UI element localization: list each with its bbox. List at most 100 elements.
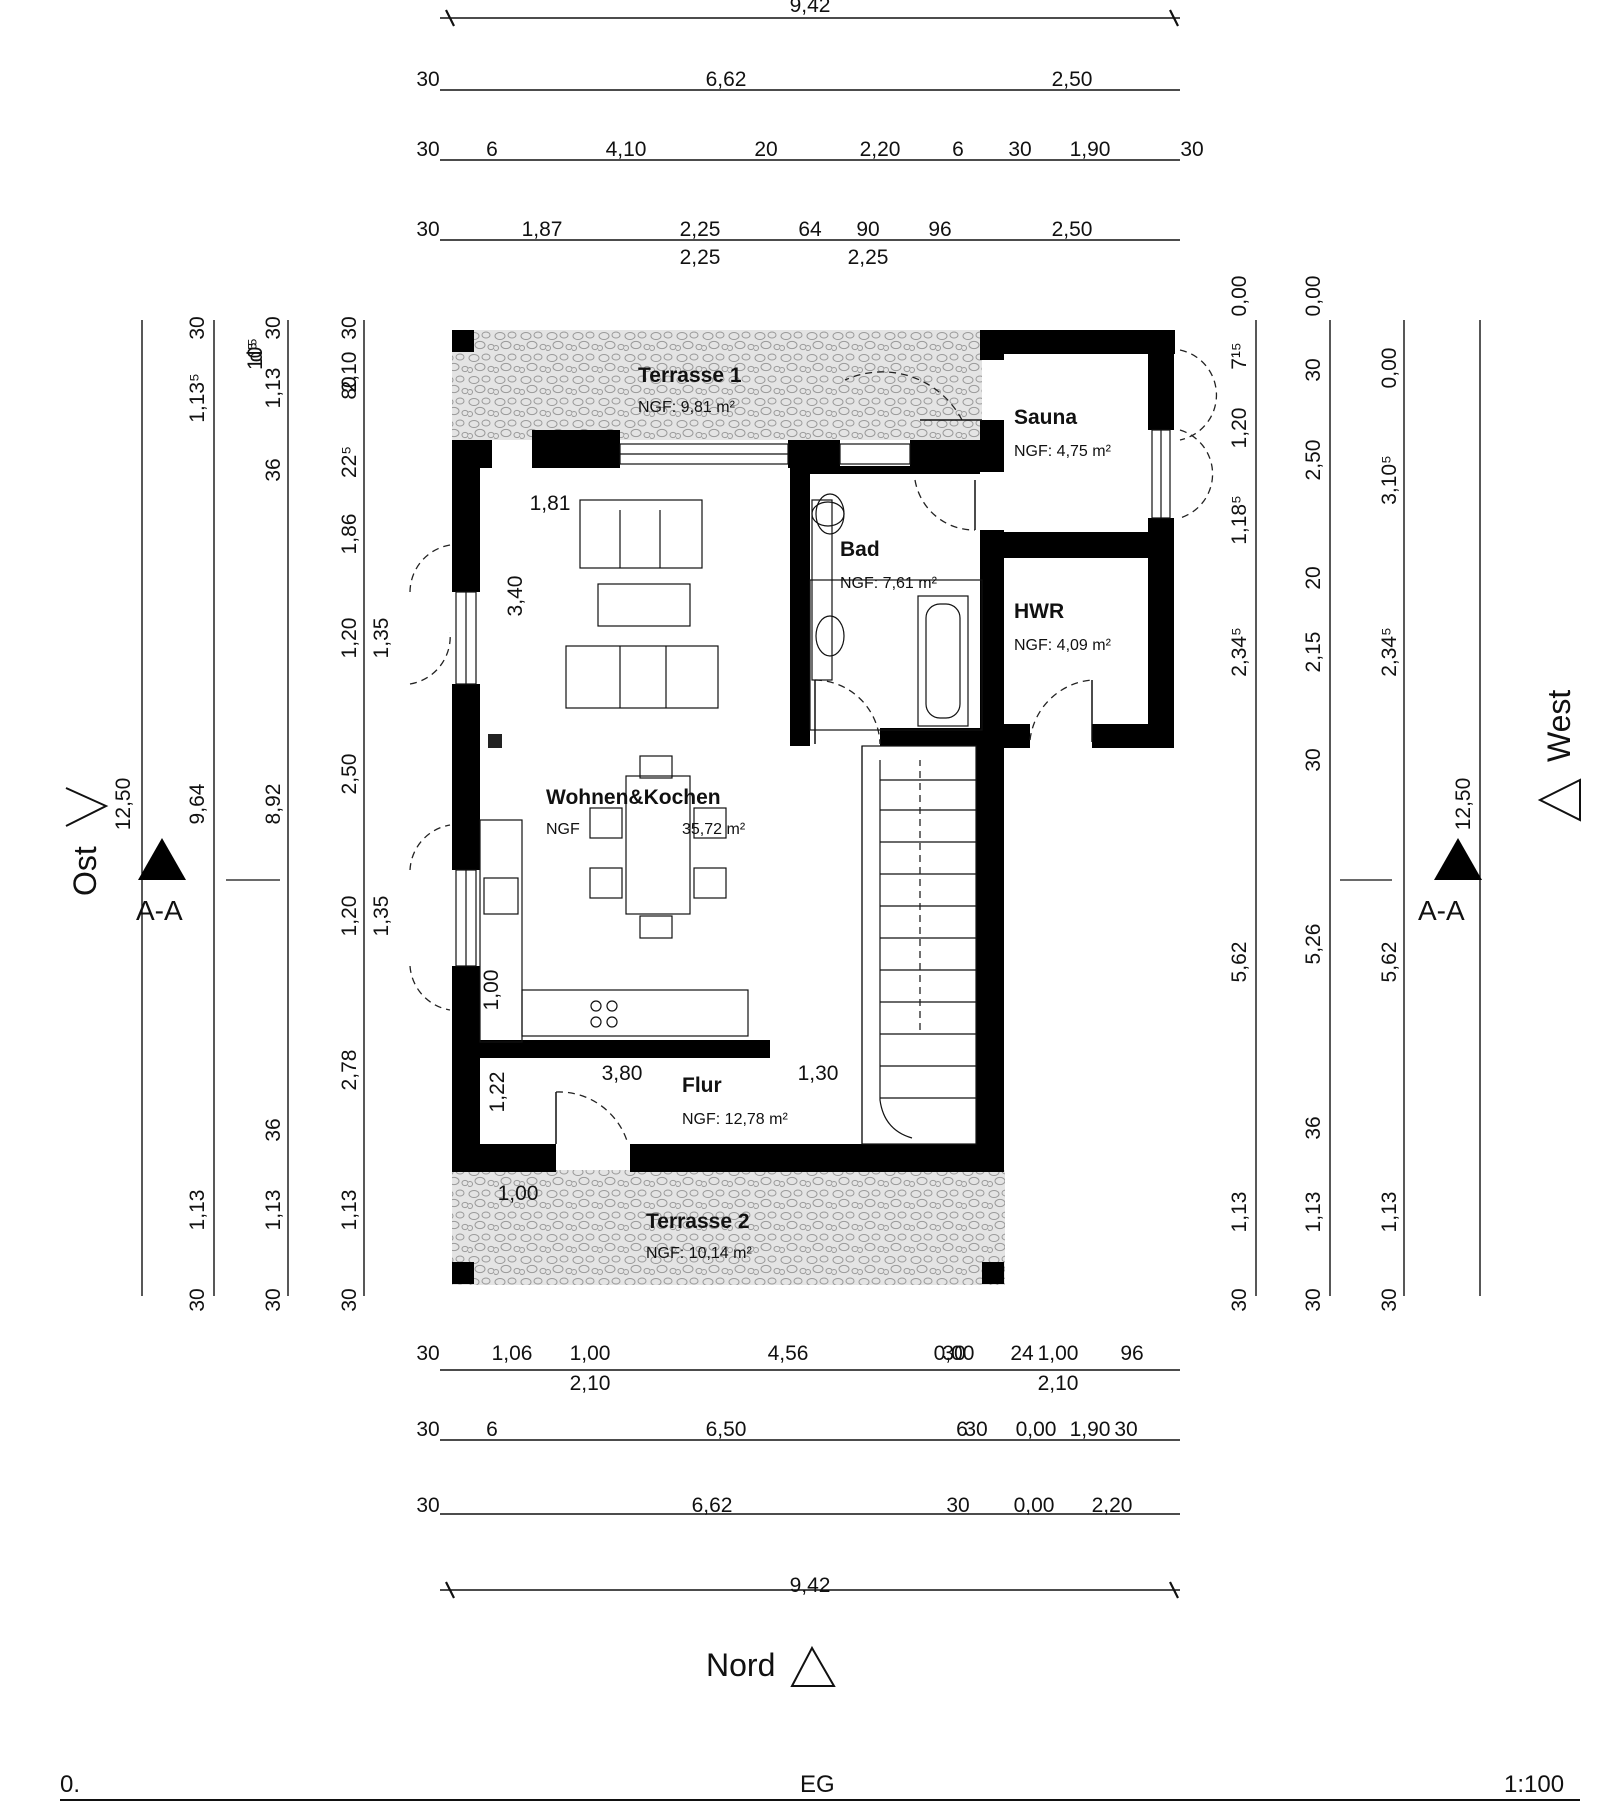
- dim-top-row1: 30: [416, 68, 439, 91]
- dim-top-row2: 2,20: [860, 138, 901, 161]
- dim-left-col4: 2,78: [338, 1050, 361, 1091]
- dim-interior: 1,22: [486, 1072, 509, 1113]
- east-label: Ost: [67, 846, 103, 896]
- dim-bottom-row2: 30: [1114, 1418, 1137, 1441]
- room-area-terrasse-1: NGF: 9,81 m²: [638, 399, 736, 416]
- dim-left-col3: 30: [262, 316, 285, 339]
- dim-interior: 3,40: [504, 576, 527, 617]
- dim-bottom-row1: 4,56: [768, 1342, 809, 1365]
- dim-right-col1: 1,13: [1228, 1192, 1251, 1233]
- section-label-left: A-A: [136, 895, 183, 926]
- title-block: 0. EG 1:100: [60, 1771, 1580, 1801]
- dim-left-col2: 30: [186, 1288, 209, 1311]
- room-name-hwr: HWR: [1014, 600, 1064, 623]
- dim-right-col3: 1,13: [1378, 1192, 1401, 1233]
- dim-left-col3: 36: [262, 1118, 285, 1141]
- dim-bottom-row1-sub: 2,10: [570, 1372, 611, 1395]
- dim-left-col3-small: d⁵: [244, 342, 267, 362]
- dim-interior: 3,80: [602, 1062, 643, 1085]
- dim-top-row3: 64: [798, 218, 822, 241]
- dim-right-col1: 1,20: [1228, 408, 1251, 449]
- dim-right-col3: 30: [1378, 1288, 1401, 1311]
- dim-left-col3: 8,92: [262, 784, 285, 825]
- dim-top-row2: 30: [416, 138, 439, 161]
- footer-left: 0.: [60, 1771, 80, 1798]
- dim-top-row2: 6: [952, 138, 964, 161]
- dim-top-row3: 90: [856, 218, 879, 241]
- dimension-lines: [141, 9, 1481, 1599]
- dim-bottom-row2: 6: [486, 1418, 498, 1441]
- room-name-terrasse-1: Terrasse 1: [638, 364, 742, 387]
- east-indicator: Ost: [65, 787, 109, 896]
- dim-right-col1: 7¹⁵: [1228, 342, 1251, 369]
- dim-left-col4: 1,86: [338, 514, 361, 555]
- dim-left-col4: 80: [338, 376, 361, 399]
- footer-center: EG: [800, 1771, 835, 1798]
- dim-top-row2: 30: [1008, 138, 1031, 161]
- dim-left-col3: 30: [262, 1288, 285, 1311]
- dim-bottom-row3: 6,62: [692, 1494, 733, 1517]
- dim-left-col4: 1,20: [338, 896, 361, 937]
- west-label: West: [1541, 690, 1577, 762]
- dim-interior: 1,00: [480, 970, 503, 1011]
- dim-left-col4: 30: [338, 1288, 361, 1311]
- room-area-hwr: NGF: 4,09 m²: [1014, 637, 1112, 654]
- dim-left-col4: 22⁵: [338, 446, 361, 478]
- dim-bottom-row2: 1,90: [1070, 1418, 1111, 1441]
- section-label-right: A-A: [1418, 895, 1465, 926]
- dim-top-row3: 2,50: [1052, 218, 1093, 241]
- dim-bottom-row3: 2,20: [1092, 1494, 1133, 1517]
- dim-interior: 1,81: [530, 492, 571, 515]
- north-arrow-icon: [790, 1645, 836, 1687]
- footer-scale: 1:100: [1504, 1771, 1564, 1798]
- dim-bottom-row3: 30: [946, 1494, 969, 1517]
- room-area-wohnen-kochen: 35,72 m²: [682, 821, 746, 838]
- dim-right-col1: 2,34⁵: [1228, 627, 1251, 677]
- dim-top-row1: 2,50: [1052, 68, 1093, 91]
- terrace-1: [452, 330, 982, 440]
- dim-bottom-row2: 30: [416, 1418, 439, 1441]
- dim-left-col2: 1,13: [186, 1190, 209, 1231]
- dim-top-row3-sub: 2,25: [680, 246, 721, 269]
- dim-left-col4: 2,10: [338, 352, 361, 393]
- dim-left-col3: 1,13: [262, 368, 285, 409]
- dim-left-col3: 1,13: [262, 1190, 285, 1231]
- dim-left-col4: 2,50: [338, 754, 361, 795]
- dim-top-row3-sub: 2,25: [848, 246, 889, 269]
- dim-right-col2: 2,15: [1302, 632, 1325, 673]
- dim-left-col2: 9,64: [186, 783, 209, 824]
- dim-bottom-row2: 30: [964, 1418, 987, 1441]
- dim-right-col3: 0,00: [1378, 348, 1401, 389]
- dim-right-col3: 5,62: [1378, 942, 1401, 983]
- dim-right-col1: 1,18⁵: [1228, 495, 1251, 545]
- dim-left-col4: 1,20: [338, 618, 361, 659]
- dim-right-col3: 3,10⁵: [1378, 455, 1401, 505]
- dim-right-col2: 36: [1302, 1116, 1325, 1139]
- dim-bottom-row1: 30: [416, 1342, 439, 1365]
- dim-interior: 1,00: [498, 1182, 539, 1205]
- dim-left-col4-sub: 1,35: [370, 618, 393, 659]
- dim-right-col2: 2,50: [1302, 440, 1325, 481]
- dim-right-col2: 1,13: [1302, 1192, 1325, 1233]
- dim-bottom-row1: 0,00: [934, 1342, 975, 1365]
- dim-top-row2: 4,10: [606, 138, 647, 161]
- east-arrow-icon: [65, 787, 109, 827]
- section-marker-right: A-A: [1418, 838, 1482, 926]
- dim-bottom-row1: 1,00: [570, 1342, 611, 1365]
- dim-right-col2: 0,00: [1302, 276, 1325, 317]
- dim-left-col4: 30: [338, 316, 361, 339]
- dim-left-col1: 12,50: [112, 778, 135, 831]
- dim-right-col2: 30: [1302, 358, 1325, 381]
- dim-right-col2: 20: [1302, 566, 1325, 589]
- walls: [452, 330, 1175, 1172]
- dim-left-col3-small: 10⁵: [244, 338, 267, 370]
- dim-left-col3: 36: [262, 458, 285, 481]
- furniture: [479, 493, 983, 1043]
- dim-top-overall: 9,42: [790, 0, 831, 17]
- section-triangle-icon: [1434, 838, 1482, 880]
- west-indicator: West: [1537, 690, 1581, 822]
- room-name-terrasse-2: Terrasse 2: [646, 1210, 750, 1233]
- room-area-sauna: NGF: 4,75 m²: [1014, 443, 1112, 460]
